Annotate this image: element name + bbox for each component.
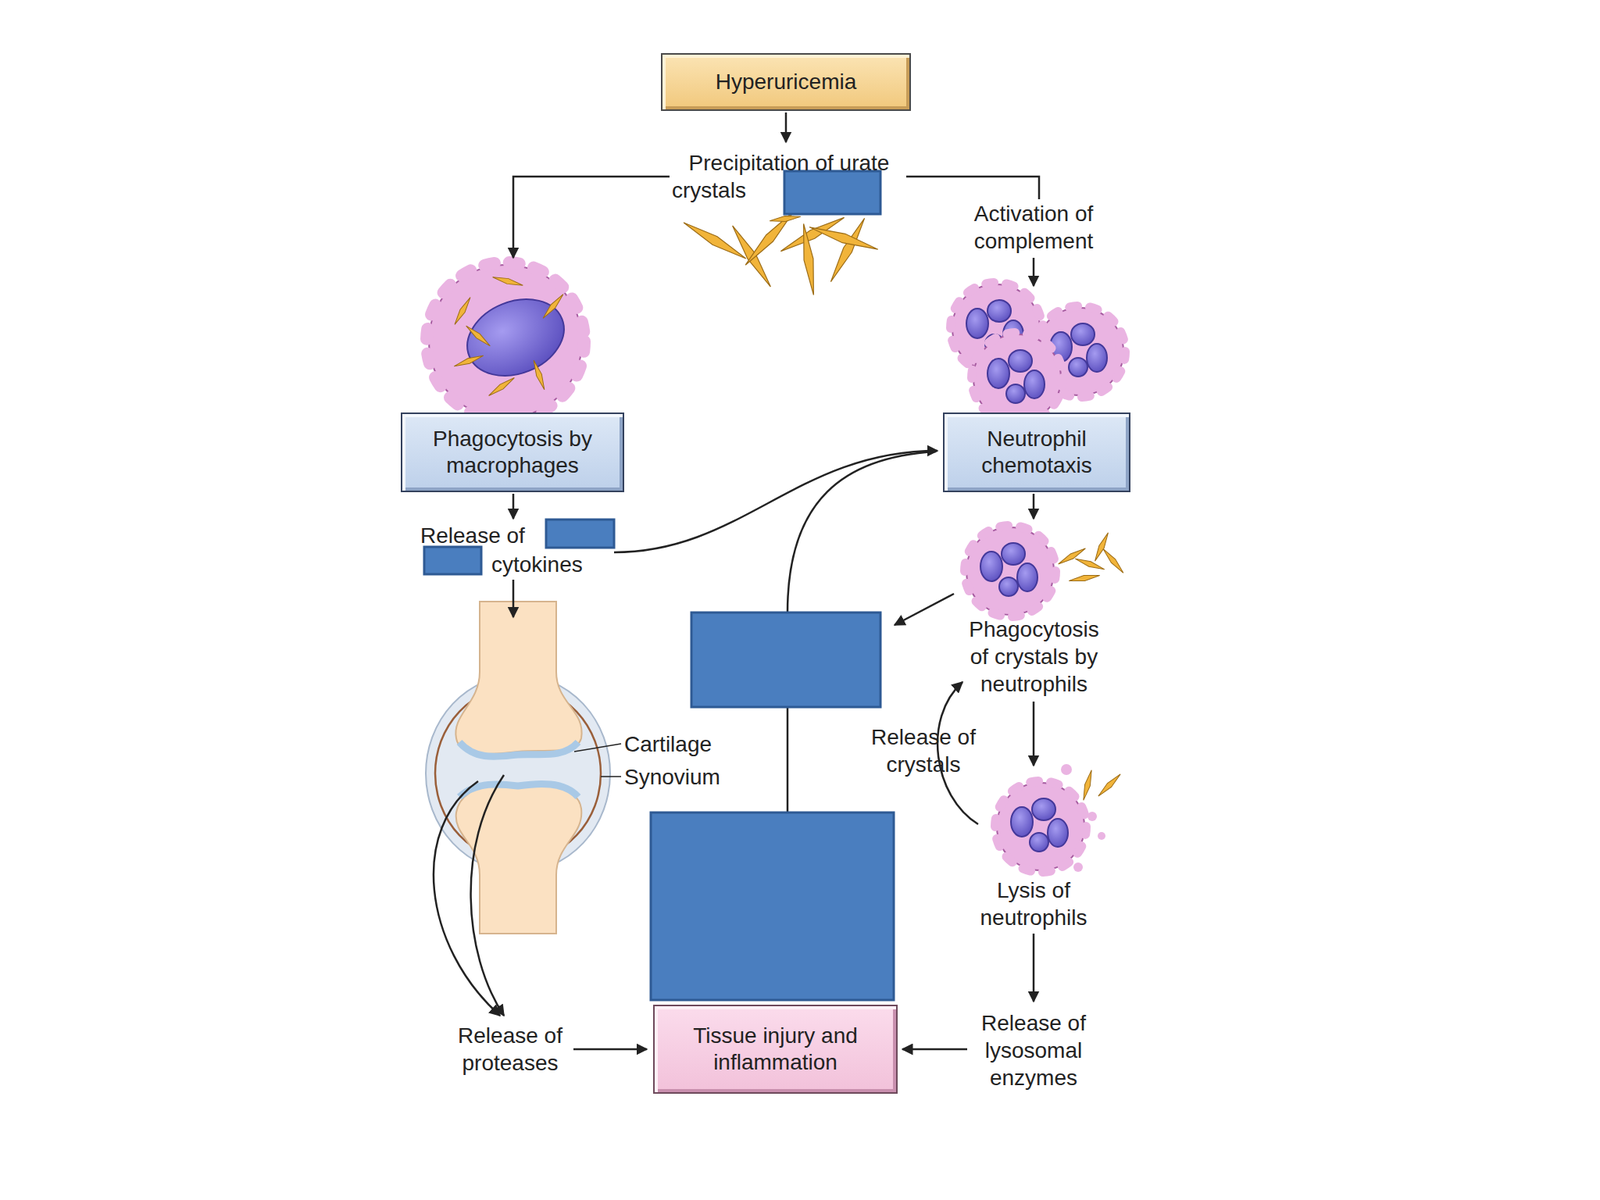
box-text: Neutrophil chemotaxis (944, 425, 1129, 479)
cell-fragment (1097, 832, 1106, 840)
urate-crystal (807, 222, 879, 254)
redaction-box (691, 612, 881, 708)
flow-arrow (894, 593, 954, 625)
urate-crystal (1096, 771, 1122, 798)
redaction-box (424, 546, 482, 575)
flow-label: Release of proteases (439, 1021, 581, 1077)
flow-arrow (902, 1048, 968, 1051)
urate-crystal (1080, 769, 1094, 801)
flow-arrow (614, 450, 938, 553)
neutrophil-cluster (950, 282, 1125, 424)
urate-crystal (681, 218, 749, 263)
macrophage-nucleus (455, 285, 575, 390)
flow-line (786, 707, 790, 813)
lower-bone (456, 783, 583, 934)
flow-line (787, 451, 936, 613)
flow-arrow (1032, 257, 1036, 286)
process-box: Neutrophil chemotaxis (942, 412, 1131, 493)
part-name: Cartilage (624, 730, 742, 758)
flow-arrow (433, 781, 500, 1016)
urate-crystal (487, 375, 517, 399)
flow-label: cytokines (491, 550, 617, 579)
cell-fragment (1060, 764, 1072, 775)
cartilage-band (459, 783, 579, 797)
flow-arrow (512, 493, 515, 519)
urate-crystals (681, 208, 879, 297)
flow-arrow (1032, 701, 1036, 766)
neutrophil-cell (971, 332, 1063, 424)
cartilage-band (459, 742, 579, 757)
flow-arrow (471, 775, 504, 1016)
cell-fragment (1073, 862, 1083, 872)
urate-crystal (1100, 546, 1125, 575)
flow-line (906, 176, 1040, 200)
redaction-box (784, 171, 881, 215)
process-box: Hyperuricemia (660, 53, 911, 111)
flow-label: Release of (420, 521, 546, 550)
urate-crystal (769, 214, 802, 224)
flow-arrow (513, 176, 670, 258)
urate-crystal (453, 353, 485, 369)
box-text: Tissue injury and inflammation (654, 1022, 897, 1076)
flow-label: Precipitation of urate crystals (671, 149, 907, 204)
flow-arrow (1032, 493, 1036, 519)
neutrophil-cell (964, 525, 1056, 617)
flow-arrow (785, 112, 788, 143)
leader-line (600, 775, 622, 778)
neutrophil-cell (995, 781, 1086, 872)
urate-crystal (826, 216, 869, 285)
phagocytosing-neutrophil (964, 525, 1126, 617)
flow-arrow (1032, 933, 1036, 1002)
macrophage-edge (426, 262, 585, 421)
urate-crystal (531, 359, 547, 391)
urate-crystal (492, 274, 524, 288)
urate-crystal (799, 223, 819, 297)
urate-crystal (1068, 572, 1101, 584)
urate-crystal (540, 292, 565, 320)
joint-illustration (425, 601, 622, 934)
macrophage-cell (426, 262, 585, 421)
urate-crystal (1074, 556, 1106, 572)
flow-label: Activation of complement (955, 200, 1112, 255)
flow-label: Release of lysosomal enzymes (963, 1009, 1104, 1092)
flow-arrow (512, 579, 515, 618)
flow-arrow (573, 1048, 647, 1051)
urate-crystal (464, 323, 492, 348)
flow-label: Lysis of neutrophils (959, 876, 1108, 932)
part-name: Synovium (624, 763, 742, 791)
box-text: Phagocytosis by macrophages (402, 425, 623, 479)
leader-line (574, 743, 622, 752)
box-text: Hyperuricemia (715, 68, 858, 96)
flow-label: Phagocytosis of crystals by neutrophils (961, 615, 1107, 698)
urate-crystal (1057, 546, 1087, 567)
flow-arrows (433, 112, 1040, 1050)
upper-bone (455, 601, 582, 754)
redaction-box (650, 812, 894, 1000)
lysed-neutrophil (995, 764, 1123, 872)
cell-fragment (1087, 811, 1097, 822)
process-box: Phagocytosis by macrophages (400, 412, 625, 493)
redaction-box (546, 519, 615, 548)
urate-crystal (452, 296, 473, 326)
process-box: Tissue injury and inflammation (653, 1004, 898, 1094)
flow-label: Release of crystals (860, 723, 986, 779)
